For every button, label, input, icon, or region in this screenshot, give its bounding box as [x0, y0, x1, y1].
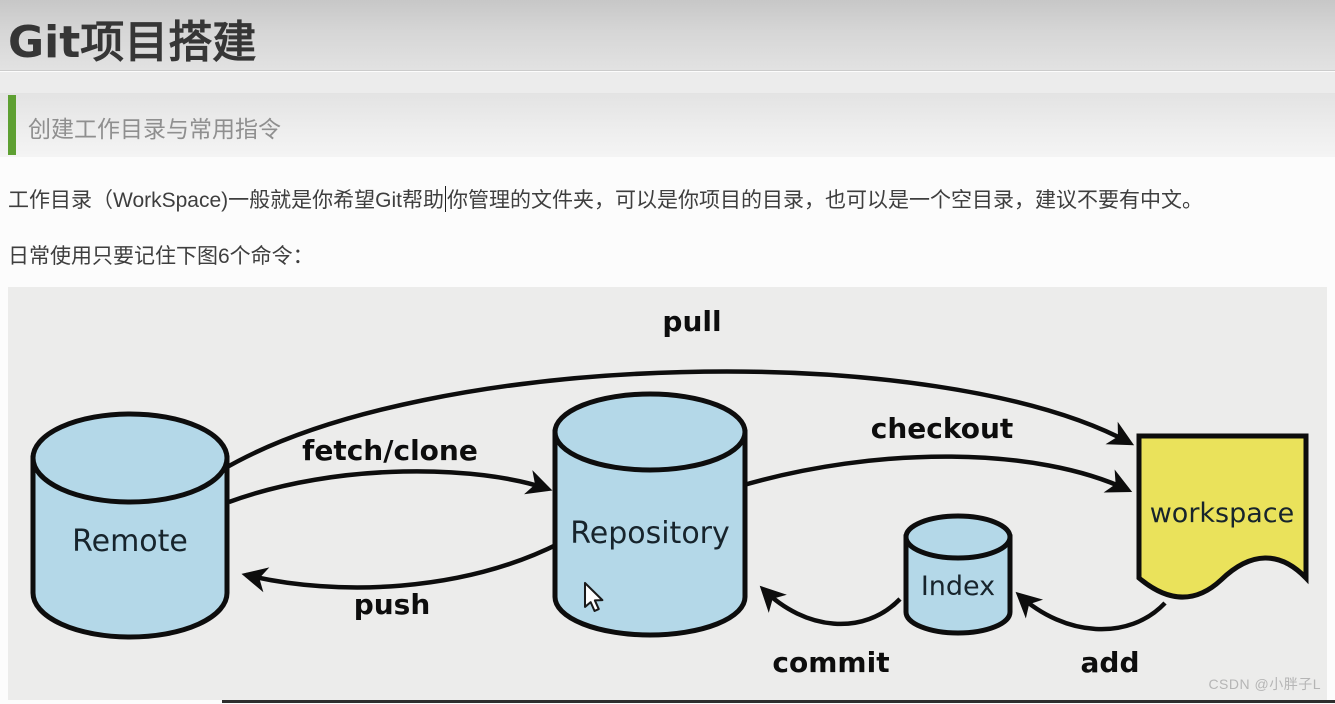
section-heading-block: 创建工作目录与常用指令: [0, 93, 1335, 157]
mouse-cursor-icon: [583, 581, 604, 613]
accent-bar: [8, 95, 16, 155]
header-divider: [0, 72, 1335, 93]
paragraph-six-commands: 日常使用只要记住下图6个命令：: [8, 245, 314, 268]
remote-label: Remote: [72, 524, 188, 559]
article-text-area[interactable]: 工作目录（WorkSpace)一般就是你希望Git帮助你管理的文件夹，可以是你项…: [0, 157, 1335, 287]
push-arrow: [241, 540, 562, 593]
checkout-arrow: [736, 454, 1133, 493]
remote-node: Remote: [30, 411, 230, 640]
workspace-label: workspace: [1150, 498, 1295, 529]
git-workflow-diagram: Remote Repository Index workspace pull: [8, 287, 1327, 700]
csdn-watermark: CSDN @小胖子L: [1208, 676, 1321, 692]
checkout-label: checkout: [871, 412, 1014, 445]
push-label: push: [354, 588, 431, 621]
fetch-clone-arrow: [228, 469, 553, 505]
page-title: Git项目搭建: [8, 17, 257, 68]
pull-label: pull: [662, 305, 721, 338]
commit-label: commit: [772, 646, 889, 679]
paragraph-text-before-caret: 工作目录（WorkSpace)一般就是你希望Git帮助: [8, 189, 444, 212]
git-workflow-svg: Remote Repository Index workspace pull: [30, 305, 1309, 679]
paragraph-text-after-caret: 你管理的文件夹，可以是你项目的目录，也可以是一个空目录，建议不要有中文。: [447, 189, 1203, 212]
repository-node: Repository: [552, 391, 748, 638]
text-caret: [445, 186, 446, 212]
page-header: Git项目搭建: [0, 0, 1335, 71]
repository-label: Repository: [570, 516, 730, 551]
bottom-divider: [222, 700, 1335, 703]
workspace-node: workspace: [1136, 433, 1309, 600]
paragraph-workspace-intro: 工作目录（WorkSpace)一般就是你希望Git帮助你管理的文件夹，可以是你项…: [8, 184, 1203, 214]
commit-arrow: [759, 585, 902, 627]
fetch-clone-label: fetch/clone: [302, 434, 478, 467]
add-arrow: [1015, 591, 1167, 632]
index-node: Index: [903, 513, 1013, 636]
index-label: Index: [921, 571, 995, 602]
add-label: add: [1081, 646, 1140, 679]
pull-arrow: [220, 369, 1135, 472]
section-title: 创建工作目录与常用指令: [28, 116, 281, 142]
